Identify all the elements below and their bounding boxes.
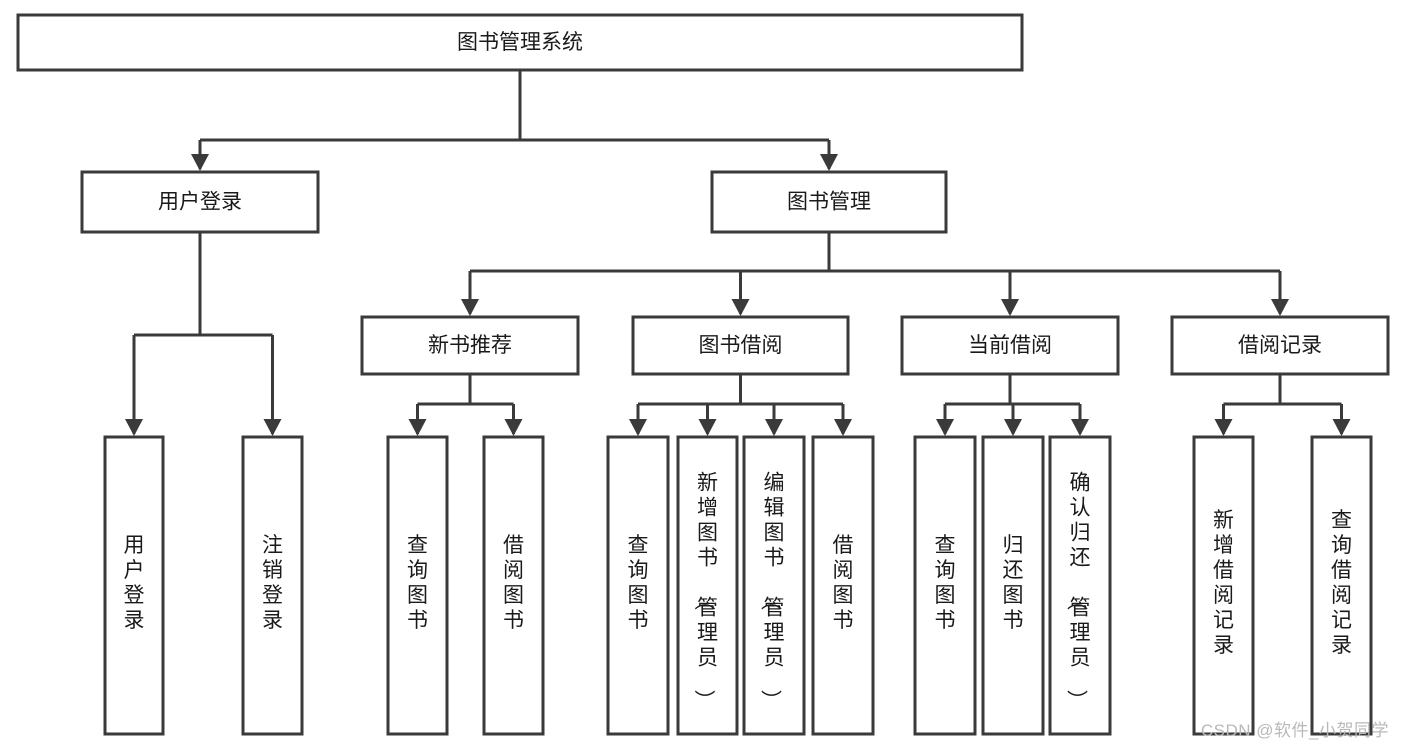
node-leaf-borrow-book-rec-box[interactable] bbox=[482, 435, 545, 736]
node-book-borrow[interactable]: 图书借阅 bbox=[631, 315, 850, 376]
node-leaf-query-book-box[interactable] bbox=[606, 435, 670, 736]
node-leaf-return-book-box[interactable] bbox=[981, 435, 1045, 736]
node-leaf-query-book-rec[interactable]: 查询图书 bbox=[386, 435, 449, 736]
node-user-login[interactable]: 用户登录 bbox=[80, 170, 320, 234]
arrow-book-borrow-to-leaf-borrow-book bbox=[834, 419, 852, 436]
node-leaf-user-logout-box[interactable] bbox=[241, 435, 304, 736]
arrow-book-manage-to-book-borrow bbox=[731, 299, 750, 316]
arrow-current-borrow-to-leaf-confirm-return bbox=[1071, 419, 1089, 436]
arrow-book-manage-to-current-borrow bbox=[1001, 299, 1019, 316]
node-borrow-record-box[interactable] bbox=[1170, 315, 1390, 376]
node-leaf-edit-book-box[interactable] bbox=[742, 435, 806, 736]
node-leaf-add-book-box[interactable] bbox=[676, 435, 739, 736]
node-leaf-edit-book[interactable]: 编辑图书（管理员） bbox=[742, 435, 806, 736]
node-leaf-user-login[interactable]: 用户登录 bbox=[103, 435, 165, 736]
arrow-root-to-book-manage bbox=[820, 154, 838, 171]
node-leaf-query-book-cur[interactable]: 查询图书 bbox=[913, 435, 977, 736]
arrow-user-login-to-leaf-user-logout bbox=[263, 419, 282, 436]
node-leaf-user-login-box[interactable] bbox=[103, 435, 165, 736]
node-leaf-add-record[interactable]: 新增借阅记录 bbox=[1192, 435, 1255, 736]
node-root-system[interactable]: 图书管理系统 bbox=[16, 13, 1024, 72]
node-book-manage-label: 图书管理 bbox=[787, 191, 871, 214]
node-leaf-query-record[interactable]: 查询借阅记录 bbox=[1310, 435, 1373, 736]
node-leaf-query-book-cur-box[interactable] bbox=[913, 435, 977, 736]
arrow-current-borrow-to-leaf-return-book bbox=[1004, 419, 1022, 436]
node-leaf-borrow-book-rec-label: 借阅图书 bbox=[503, 534, 524, 632]
node-root-system-label: 图书管理系统 bbox=[457, 31, 583, 54]
node-borrow-record[interactable]: 借阅记录 bbox=[1170, 315, 1390, 376]
arrow-borrow-record-to-leaf-add-record bbox=[1214, 419, 1233, 436]
node-new-book-rec-label: 新书推荐 bbox=[428, 334, 512, 357]
node-user-login-label: 用户登录 bbox=[158, 191, 242, 214]
node-book-borrow-label: 图书借阅 bbox=[699, 334, 783, 357]
arrow-user-login-to-leaf-user-login bbox=[125, 419, 143, 436]
node-leaf-user-logout-label: 注销登录 bbox=[262, 534, 283, 632]
node-new-book-rec-box[interactable] bbox=[360, 315, 580, 376]
arrow-borrow-record-to-leaf-query-record bbox=[1332, 419, 1351, 436]
node-leaf-query-book-label: 查询图书 bbox=[628, 534, 649, 632]
node-current-borrow-label: 当前借阅 bbox=[968, 334, 1052, 357]
arrow-new-book-rec-to-leaf-query-book-rec bbox=[408, 419, 427, 436]
arrow-new-book-rec-to-leaf-borrow-book-rec bbox=[504, 419, 523, 436]
node-leaf-confirm-return[interactable]: 确认归还（管理员） bbox=[1048, 435, 1112, 736]
node-book-borrow-box[interactable] bbox=[631, 315, 850, 376]
node-leaf-user-logout[interactable]: 注销登录 bbox=[241, 435, 304, 736]
arrow-root-to-user-login bbox=[191, 154, 209, 171]
node-user-login-box[interactable] bbox=[80, 170, 320, 234]
node-leaf-confirm-return-label: 确认归还（管理员） bbox=[1065, 472, 1091, 711]
node-leaf-query-record-label: 查询借阅记录 bbox=[1331, 509, 1352, 657]
nodes-layer: 图书管理系统用户登录图书管理新书推荐图书借阅当前借阅借阅记录用户登录注销登录查询… bbox=[16, 13, 1390, 736]
node-leaf-borrow-book-rec[interactable]: 借阅图书 bbox=[482, 435, 545, 736]
node-leaf-return-book-label: 归还图书 bbox=[1003, 534, 1024, 632]
node-leaf-borrow-book-label: 借阅图书 bbox=[833, 534, 854, 632]
node-leaf-add-record-label: 新增借阅记录 bbox=[1213, 509, 1234, 657]
arrow-current-borrow-to-leaf-query-book-cur bbox=[936, 419, 954, 436]
node-book-manage[interactable]: 图书管理 bbox=[710, 170, 948, 234]
arrow-book-manage-to-new-book-rec bbox=[461, 299, 479, 316]
node-leaf-query-record-box[interactable] bbox=[1310, 435, 1373, 736]
arrow-book-borrow-to-leaf-query-book bbox=[629, 419, 647, 436]
node-leaf-return-book[interactable]: 归还图书 bbox=[981, 435, 1045, 736]
connectors-layer bbox=[125, 70, 1351, 436]
node-leaf-query-book-cur-label: 查询图书 bbox=[935, 534, 956, 632]
node-root-system-box[interactable] bbox=[16, 13, 1024, 72]
node-leaf-confirm-return-box[interactable] bbox=[1048, 435, 1112, 736]
node-leaf-add-book-label: 新增图书（管理员） bbox=[692, 472, 718, 711]
node-leaf-add-book[interactable]: 新增图书（管理员） bbox=[676, 435, 739, 736]
node-leaf-query-book-rec-box[interactable] bbox=[386, 435, 449, 736]
node-current-borrow-box[interactable] bbox=[900, 315, 1120, 376]
node-current-borrow[interactable]: 当前借阅 bbox=[900, 315, 1120, 376]
node-leaf-edit-book-label: 编辑图书（管理员） bbox=[759, 472, 785, 711]
arrow-book-borrow-to-leaf-edit-book bbox=[765, 419, 783, 436]
node-leaf-borrow-book-box[interactable] bbox=[811, 435, 875, 736]
node-borrow-record-label: 借阅记录 bbox=[1238, 334, 1322, 357]
node-leaf-query-book[interactable]: 查询图书 bbox=[606, 435, 670, 736]
node-leaf-query-book-rec-label: 查询图书 bbox=[407, 534, 428, 632]
arrow-book-borrow-to-leaf-add-book bbox=[698, 419, 717, 436]
node-book-manage-box[interactable] bbox=[710, 170, 948, 234]
arrow-book-manage-to-borrow-record bbox=[1271, 299, 1289, 316]
node-new-book-rec[interactable]: 新书推荐 bbox=[360, 315, 580, 376]
node-leaf-borrow-book[interactable]: 借阅图书 bbox=[811, 435, 875, 736]
node-leaf-user-login-label: 用户登录 bbox=[124, 534, 145, 632]
node-leaf-add-record-box[interactable] bbox=[1192, 435, 1255, 736]
watermark-label: CSDN @软件_小贺同学 bbox=[1200, 721, 1389, 740]
